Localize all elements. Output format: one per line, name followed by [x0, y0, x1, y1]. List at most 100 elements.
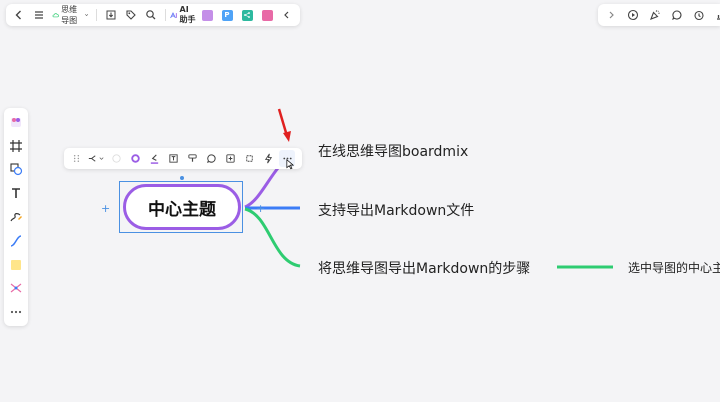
timer-button[interactable]	[690, 6, 708, 24]
chevron-left-icon	[284, 11, 289, 19]
hamburger-icon	[35, 11, 43, 19]
image-app-icon	[201, 9, 213, 21]
left-toolbar	[4, 108, 28, 326]
toolbar-divider	[95, 9, 97, 21]
comment-icon	[672, 10, 682, 20]
border-color-button[interactable]	[127, 150, 143, 167]
selection-toolbar	[64, 148, 302, 169]
shapes-icon	[10, 163, 23, 176]
central-topic-label: 中心主题	[148, 199, 216, 220]
mindmap-icon	[10, 283, 22, 293]
ai-icon	[170, 11, 178, 18]
ai-generate-button[interactable]	[260, 150, 276, 167]
p-app-icon: P	[221, 9, 233, 21]
sub-branch-topic[interactable]: 选中导图的中心主	[628, 261, 720, 275]
cloud-sync-icon	[52, 12, 59, 17]
templates-icon	[11, 117, 21, 127]
share-app-button[interactable]	[238, 6, 256, 24]
pen-tool-button[interactable]	[6, 207, 26, 227]
text-icon	[12, 188, 20, 199]
selection-box	[119, 181, 243, 233]
format-painter-icon	[187, 154, 197, 162]
add-box-icon	[225, 154, 235, 163]
pink-app-icon	[261, 9, 273, 21]
share-icon	[244, 12, 250, 18]
add-left-topic-button[interactable]: +	[101, 202, 111, 215]
present-button[interactable]	[624, 6, 642, 24]
right-toolbar	[598, 4, 720, 26]
convert-button[interactable]	[241, 150, 257, 167]
branch-topic-3[interactable]: 将思维导图导出Markdown的步骤	[318, 261, 531, 277]
chevron-down-icon	[84, 14, 88, 17]
annotation-arrow	[277, 108, 291, 142]
lightning-icon	[264, 153, 272, 164]
timer-icon	[694, 10, 704, 21]
pen-icon	[10, 213, 22, 222]
add-right-topic-button[interactable]: +	[256, 202, 266, 215]
back-button[interactable]	[10, 6, 28, 24]
menu-button[interactable]	[30, 6, 48, 24]
party-icon	[650, 10, 660, 20]
collapse-toolbar-button[interactable]	[278, 6, 296, 24]
convert-icon	[245, 155, 253, 162]
sticky-note-button[interactable]	[6, 255, 26, 275]
text-format-icon	[168, 154, 178, 163]
p-app-button[interactable]: P	[218, 6, 236, 24]
share-app-icon	[241, 9, 253, 21]
top-toolbar: 思维导图 AI助手 P	[6, 4, 300, 26]
document-title-text: 思维导图	[61, 5, 78, 25]
ai-assistant-label: AI助手	[179, 5, 196, 24]
grip-icon	[73, 155, 79, 162]
more-icon	[10, 311, 22, 314]
chevron-down-icon	[99, 157, 104, 160]
fill-color-icon	[111, 154, 121, 163]
layout-dropdown[interactable]	[87, 150, 105, 167]
stats-button[interactable]	[712, 6, 720, 24]
curve-connector-icon	[10, 235, 22, 247]
mouse-cursor-icon	[286, 159, 294, 170]
toolbar-divider	[164, 9, 166, 21]
document-title[interactable]: 思维导图	[50, 4, 91, 26]
celebrate-button[interactable]	[646, 6, 664, 24]
rotate-handle[interactable]	[180, 176, 184, 180]
fill-color-button[interactable]	[108, 150, 124, 167]
expand-toolbar-button[interactable]	[602, 6, 620, 24]
more-tools-button[interactable]	[6, 302, 26, 322]
branch-topic-1[interactable]: 在线思维导图boardmix	[318, 144, 469, 160]
branch-style-button[interactable]	[146, 150, 162, 167]
connector-tool-button[interactable]	[6, 231, 26, 251]
branch-topic-2[interactable]: 支持导出Markdown文件	[318, 203, 475, 219]
more-options-button[interactable]	[279, 150, 295, 167]
tag-button[interactable]	[122, 6, 140, 24]
comment-icon	[206, 154, 216, 164]
image-app-button[interactable]	[198, 6, 216, 24]
more-horizontal-icon	[282, 157, 292, 160]
branch-style-icon	[150, 154, 158, 164]
pink-app-button[interactable]	[258, 6, 276, 24]
central-topic[interactable]: 中心主题	[123, 184, 241, 230]
format-painter-button[interactable]	[184, 150, 200, 167]
bar-chart-icon	[717, 15, 720, 20]
download-icon	[106, 10, 116, 20]
search-button[interactable]	[142, 6, 160, 24]
comment-node-button[interactable]	[203, 150, 219, 167]
chevron-left-icon	[15, 10, 21, 20]
layout-icon	[88, 155, 96, 162]
add-child-button[interactable]	[222, 150, 238, 167]
tag-icon	[126, 10, 136, 20]
text-tool-button[interactable]	[6, 183, 26, 203]
border-color-icon	[130, 154, 140, 163]
sticky-note-icon	[11, 259, 21, 270]
templates-button[interactable]	[6, 112, 26, 132]
comment-button[interactable]	[668, 6, 686, 24]
drag-handle[interactable]	[68, 150, 84, 167]
frame-tool-button[interactable]	[6, 136, 26, 156]
shape-tool-button[interactable]	[6, 160, 26, 180]
chevron-right-icon	[609, 11, 614, 19]
search-icon	[145, 10, 156, 20]
ai-assistant-button[interactable]: AI助手	[170, 5, 196, 25]
text-style-button[interactable]	[165, 150, 181, 167]
download-button[interactable]	[102, 6, 120, 24]
mindmap-tool-button[interactable]	[6, 278, 26, 298]
play-icon	[627, 9, 639, 21]
